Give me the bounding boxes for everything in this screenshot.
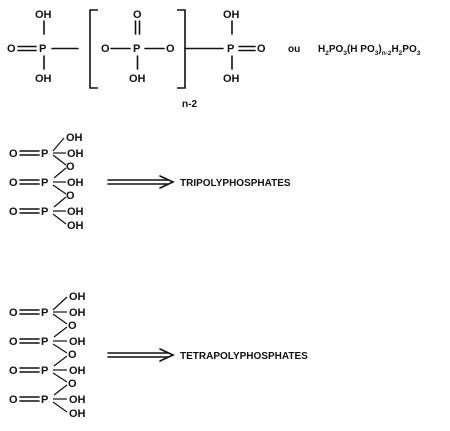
tri-oh-1b: OH	[67, 148, 84, 160]
mid-oh: OH	[129, 73, 146, 85]
top-right-oh-upper: OH	[223, 9, 240, 21]
repeat-index: n-2	[182, 99, 197, 110]
top-left-oh-upper: OH	[35, 9, 52, 21]
connector-ou: ou	[288, 44, 300, 55]
tri-oh-2: OH	[67, 177, 84, 189]
tetra-oh-1a: OH	[69, 291, 86, 303]
mid-o-right: O	[166, 43, 175, 55]
tri-bridge-o-2: O	[66, 190, 75, 202]
tetra-bridge-o-3: O	[68, 378, 77, 390]
tetra-oh-4b: OH	[69, 408, 86, 420]
bond	[53, 355, 68, 367]
tri-o-3: O	[9, 206, 18, 218]
mid-p: P	[133, 43, 140, 55]
tetra-p-2: P	[41, 336, 48, 348]
bond	[52, 184, 67, 195]
tetra-o-4: O	[9, 394, 18, 406]
tetrapolyphosphate-structure: O P OH OH O O P OH O O P OH O O P	[9, 291, 308, 420]
right-bracket	[177, 9, 186, 89]
bond	[53, 167, 67, 179]
top-left-o: O	[7, 43, 16, 55]
top-right-oh-lower: OH	[223, 73, 240, 85]
tripolyphosphate-structure: O P OH OH O O P OH O O P OH OH TRIPOLYPH	[9, 132, 291, 232]
tri-o-1: O	[9, 148, 18, 160]
tetra-oh-1b: OH	[69, 307, 86, 319]
tetra-oh-2: OH	[69, 336, 86, 348]
top-left-oh-lower: OH	[35, 73, 52, 85]
tetra-bridge-o-2: O	[68, 349, 77, 361]
tetra-o-1: O	[9, 307, 18, 319]
tetra-oh-3: OH	[69, 365, 86, 377]
left-bracket	[89, 9, 98, 89]
tri-oh-3b: OH	[67, 220, 84, 232]
top-right-p: P	[227, 43, 234, 55]
top-left-p: P	[39, 43, 46, 55]
tripolyphosphates-label: TRIPOLYPHOSPHATES	[180, 178, 291, 189]
tetra-p-4: P	[41, 394, 48, 406]
bond	[52, 313, 68, 325]
bond	[53, 196, 67, 208]
tri-o-2: O	[9, 177, 18, 189]
mid-o-top: O	[133, 9, 142, 21]
tri-p-3: P	[41, 206, 48, 218]
arrow-head	[159, 175, 175, 189]
tetra-oh-4a: OH	[69, 394, 86, 406]
tetra-p-3: P	[41, 365, 48, 377]
bond	[52, 296, 68, 311]
general-formula: OH O P OH O O P OH O n-2 OH P O OH	[7, 9, 421, 110]
tri-oh-1a: OH	[66, 132, 83, 144]
bond	[52, 343, 68, 354]
tri-oh-3a: OH	[67, 206, 84, 218]
mid-o-left: O	[101, 43, 110, 55]
tetrapolyphosphates-label: TETRAPOLYPHOSPHATES	[180, 351, 308, 362]
bond	[52, 372, 68, 383]
tri-bridge-o-1: O	[66, 161, 75, 173]
bond	[52, 401, 68, 413]
condensed-formula: H2PO3(H PO3)n-2H2PO3	[318, 44, 421, 57]
tetra-o-3: O	[9, 365, 18, 377]
tri-p-2: P	[41, 177, 48, 189]
bond	[53, 384, 68, 396]
tetra-bridge-o-1: O	[68, 320, 77, 332]
tetra-o-2: O	[9, 336, 18, 348]
bond	[52, 137, 65, 152]
tri-p-1: P	[41, 148, 48, 160]
arrow-head	[159, 348, 175, 362]
bond	[52, 154, 67, 166]
top-right-o: O	[257, 43, 266, 55]
bond	[53, 326, 68, 338]
bond	[52, 213, 67, 225]
tetra-p-1: P	[41, 307, 48, 319]
